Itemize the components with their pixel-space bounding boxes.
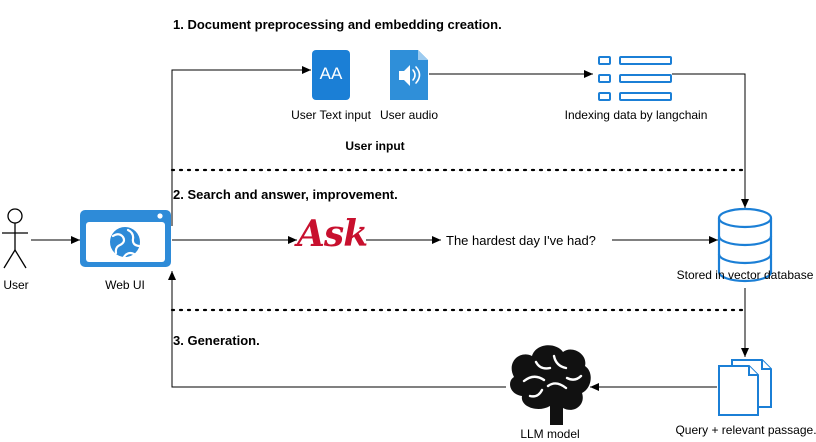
- user-actor-icon: [2, 208, 28, 269]
- web-ui-label: Web UI: [105, 278, 145, 292]
- user-label: User: [3, 278, 29, 292]
- query-passage-label: Query + relevant passage.: [675, 423, 816, 437]
- user-audio-label: User audio: [379, 108, 439, 122]
- edge-llm-webui: [168, 271, 506, 388]
- text-input-icon: [312, 50, 350, 100]
- question-label: The hardest day I've had?: [446, 233, 596, 248]
- section-3-title: 3. Generation.: [173, 333, 260, 348]
- section-1-title: 1. Document preprocessing and embedding …: [173, 17, 502, 32]
- edge-webui-textinput: [171, 66, 311, 226]
- vector-db-label: Stored in vector database: [676, 268, 814, 282]
- database-icon: [717, 207, 773, 283]
- ask-logo: Ask: [297, 213, 368, 255]
- edge-indexing-db: [672, 73, 749, 208]
- user-text-input-label: User Text input: [291, 108, 371, 122]
- brain-icon: [510, 345, 591, 425]
- list-index-icon: [598, 56, 672, 101]
- indexing-label: Indexing data by langchain: [564, 108, 708, 122]
- user-input-label: User input: [345, 139, 405, 153]
- audio-file-icon: [390, 50, 428, 100]
- llm-label: LLM model: [520, 427, 580, 441]
- web-ui-icon: [80, 210, 171, 267]
- documents-icon: [718, 359, 772, 416]
- text-input-glyph: AA: [319, 64, 343, 83]
- section-2-title: 2. Search and answer, improvement.: [173, 187, 398, 202]
